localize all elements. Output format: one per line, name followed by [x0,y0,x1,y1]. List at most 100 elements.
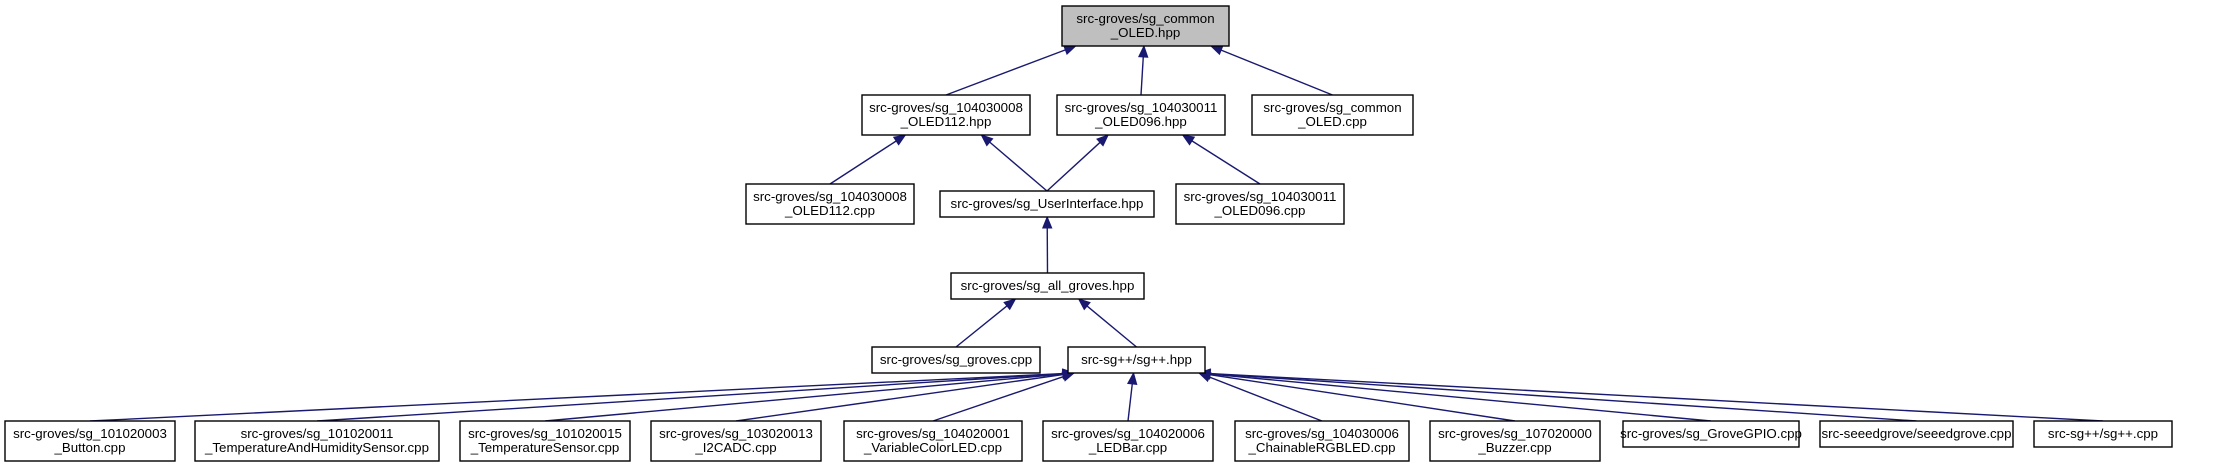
edge-seeed-to-sgpp_hpp [1209,373,1917,422]
node-src-groves-sg-104030008-oled112-cpp[interactable]: src-groves/sg_104030008_OLED112.cpp [745,183,915,225]
node-src-groves-sg-104030011-oled096-cpp[interactable]: src-groves/sg_104030011_OLED096.cpp [1175,183,1345,225]
node-src-groves-sg-101020015-temperaturesensor-cpp[interactable]: src-groves/sg_101020015_TemperatureSenso… [459,420,631,462]
node-label-line: _I2CADC.cpp [694,440,776,455]
node-box [939,190,1155,218]
node-box [1067,346,1206,374]
node-label-line: _OLED.hpp [1110,25,1180,40]
node-src-groves-sg-104030011-oled096-hpp[interactable]: src-groves/sg_104030011_OLED096.hpp [1056,94,1226,136]
node-label-line: src-groves/sg_common [1076,11,1214,26]
root-node-box [1061,5,1230,47]
node-label-line: src-groves/sg_104020006 [1051,426,1205,441]
node-box [650,420,822,462]
node-box [1234,420,1410,462]
node-src-groves-sg-101020011-temperatureandhumiditysensor-cpp[interactable]: src-groves/sg_101020011_TemperatureAndHu… [194,420,440,462]
node-label-line: _OLED112.cpp [784,203,875,218]
edge-ledbar-to-sgpp_hpp [1127,383,1133,422]
edge-temp-to-sgpp_hpp [544,373,1064,422]
node-src-groves-sg-common-oled-hpp[interactable]: src-groves/sg_common_OLED.hpp [1061,5,1230,47]
node-src-seeedgrove-seeedgrove-cpp[interactable]: src-seeedgrove/seeedgrove.cpp [1819,420,2014,448]
node-label-line: _OLED112.hpp [900,114,992,129]
node-box [950,272,1145,300]
node-src-groves-sg-grovegpio-cpp[interactable]: src-groves/sg_GroveGPIO.cpp [1620,420,1802,448]
arrowhead-oled112_hpp-to-root [1063,45,1077,55]
node-label-line: _TemperatureAndHumiditySensor.cpp [204,440,429,455]
node-label-line: _OLED096.cpp [1214,203,1306,218]
arrowhead-oled096_hpp-to-root [1138,44,1149,58]
node-box [1429,420,1601,462]
node-label-line: src-groves/sg_104030008 [869,100,1023,115]
node-label-line: src-groves/sg_104030006 [1245,426,1399,441]
node-label-line: _ChainableRGBLED.cpp [1247,440,1395,455]
node-box [1056,94,1226,136]
node-src-groves-sg-101020003-button-cpp[interactable]: src-groves/sg_101020003_Button.cpp [4,420,176,462]
nodes-layer: src-groves/sg_common_OLED.hppsrc-groves/… [4,5,2173,462]
edges-layer [89,44,2104,422]
node-box [1042,420,1214,462]
node-label-line: src-groves/sg_101020003 [13,426,167,441]
node-label-line: src-groves/sg_common [1263,100,1401,115]
node-label-line: src-groves/sg_104030008 [753,189,907,204]
edge-oled096_cpp-to-oled096_hpp [1191,140,1261,185]
edge-sgpp_hpp-to-all_groves [1086,305,1137,348]
node-label-line: src-groves/sg_104030011 [1184,189,1337,204]
arrowhead-groves_cpp-to-all_groves [1003,298,1017,311]
node-src-sg-sg-hpp[interactable]: src-sg++/sg++.hpp [1067,346,1206,374]
node-src-groves-sg-104020006-ledbar-cpp[interactable]: src-groves/sg_104020006_LEDBar.cpp [1042,420,1214,462]
edge-button-to-sgpp_hpp [89,372,1064,422]
node-label-line: src-groves/sg_101020015 [468,426,622,441]
node-src-groves-sg-groves-cpp[interactable]: src-groves/sg_groves.cpp [871,346,1041,374]
edge-rgbled-to-sgpp_hpp [1208,376,1323,422]
node-box [843,420,1023,462]
edge-varled-to-sgpp_hpp [932,375,1064,422]
node-src-sg-sg-cpp[interactable]: src-sg++/sg++.cpp [2033,420,2173,448]
node-label-line: src-sg++/sg++.cpp [2048,426,2158,441]
node-src-groves-sg-103020013-i2cadc-cpp[interactable]: src-groves/sg_103020013_I2CADC.cpp [650,420,822,462]
node-label-line: _TemperatureSensor.cpp [470,440,620,455]
edge-oled112_cpp-to-oled112_hpp [829,140,897,185]
node-label-line: _OLED096.hpp [1094,114,1187,129]
edge-common_cpp-to-root [1220,49,1333,96]
node-label-line: src-groves/sg_GroveGPIO.cpp [1620,426,1802,441]
node-label-line: _VariableColorLED.cpp [863,440,1002,455]
node-box [194,420,440,462]
edge-sgpp_cpp-to-sgpp_hpp [1209,372,2104,422]
node-box [1819,420,2014,448]
node-src-groves-sg-107020000-buzzer-cpp[interactable]: src-groves/sg_107020000_Buzzer.cpp [1429,420,1601,462]
node-label-line: src-sg++/sg++.hpp [1081,352,1192,367]
node-box [1622,420,1800,448]
node-label-line: src-groves/sg_101020011 [241,426,394,441]
node-box [861,94,1031,136]
node-label-line: src-groves/sg_107020000 [1438,426,1592,441]
node-label-line: src-seeedgrove/seeedgrove.cpp [1822,426,2012,441]
edge-gpio-to-sgpp_hpp [1209,373,1712,422]
edge-oled112_hpp-to-root [945,49,1066,96]
node-src-groves-sg-104030006-chainablergbled-cpp[interactable]: src-groves/sg_104030006_ChainableRGBLED.… [1234,420,1410,462]
node-src-groves-sg-104020001-variablecolorled-cpp[interactable]: src-groves/sg_104020001_VariableColorLED… [843,420,1023,462]
node-box [871,346,1041,374]
node-label-line: src-groves/sg_104030011 [1065,100,1218,115]
arrowhead-all_groves-to-ui_hpp [1041,215,1053,229]
node-label-line: _OLED.cpp [1297,114,1367,129]
node-label-line: src-groves/sg_all_groves.hpp [961,278,1135,293]
arrowhead-oled112_cpp-to-oled112_hpp [892,134,907,146]
node-label-line: src-groves/sg_103020013 [659,426,813,441]
arrowhead-ledbar-to-sgpp_hpp [1126,371,1138,386]
node-label-line: src-groves/sg_UserInterface.hpp [951,196,1144,211]
node-src-groves-sg-common-oled-cpp[interactable]: src-groves/sg_common_OLED.cpp [1251,94,1414,136]
node-box [745,183,915,225]
node-box [459,420,631,462]
edge-i2cadc-to-sgpp_hpp [735,373,1064,422]
arrowhead-sgpp_hpp-to-all_groves [1077,298,1091,311]
node-src-groves-sg-all-groves-hpp[interactable]: src-groves/sg_all_groves.hpp [950,272,1145,300]
node-box [1175,183,1345,225]
node-src-groves-sg-userinterface-hpp[interactable]: src-groves/sg_UserInterface.hpp [939,190,1155,218]
edge-temphum-to-sgpp_hpp [316,372,1064,422]
node-label-line: src-groves/sg_104020001 [856,426,1010,441]
node-box [2033,420,2173,448]
node-src-groves-sg-104030008-oled112-hpp[interactable]: src-groves/sg_104030008_OLED112.hpp [861,94,1031,136]
arrowhead-oled096_cpp-to-oled096_hpp [1181,134,1196,146]
arrowhead-ui_hpp-to-oled112_hpp [980,134,994,147]
arrowhead-common_cpp-to-root [1209,45,1224,56]
node-label-line: _LEDBar.cpp [1088,440,1167,455]
